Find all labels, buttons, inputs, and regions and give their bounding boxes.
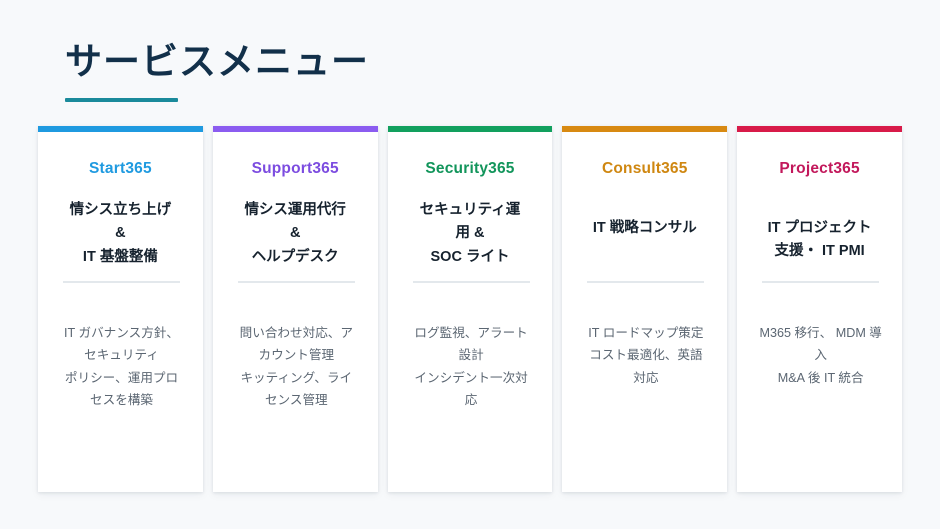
- service-card-row: Start365 情シス立ち上げ & IT 基盤整備 IT ガバナンス方針、 セ…: [38, 126, 902, 492]
- card-heading: 情シス立ち上げ & IT 基盤整備: [69, 201, 172, 265]
- card-label: Consult365: [602, 160, 688, 177]
- title-underline: [65, 98, 178, 103]
- card-accent-bar: [38, 126, 203, 132]
- service-card-consult365[interactable]: Consult365 IT 戦略コンサル IT ロードマップ策定 コスト最適化、…: [562, 126, 728, 492]
- card-heading: セキュリティ運 用 & SOC ライト: [419, 201, 521, 265]
- card-divider: [412, 281, 530, 283]
- card-accent-bar: [387, 126, 553, 132]
- card-heading: 情シス運用代行 & ヘルプデスク: [244, 201, 346, 265]
- card-divider: [587, 281, 705, 283]
- service-card-start365[interactable]: Start365 情シス立ち上げ & IT 基盤整備 IT ガバナンス方針、 セ…: [38, 126, 203, 492]
- card-label: Security365: [425, 160, 515, 177]
- card-divider: [762, 281, 880, 283]
- card-label: Start365: [89, 160, 152, 177]
- card-divider: [63, 281, 180, 283]
- card-label: Project365: [779, 160, 860, 177]
- card-body: ログ監視、アラート 設計 インシデント一次対 応: [414, 326, 528, 408]
- card-accent-bar: [737, 126, 902, 132]
- card-body: M365 移行、 MDM 導 入 M&A 後 IT 統合: [759, 326, 882, 385]
- card-body: 問い合わせ対応、ア カウント管理 キッティング、ライ センス管理: [239, 326, 353, 408]
- card-divider: [237, 281, 355, 283]
- page-title-block: サービスメニュー: [65, 40, 369, 103]
- service-card-project365[interactable]: Project365 IT プロジェクト 支援・ IT PMI M365 移行、…: [737, 126, 902, 492]
- service-card-support365[interactable]: Support365 情シス運用代行 & ヘルプデスク 問い合わせ対応、ア カウ…: [212, 126, 378, 492]
- card-heading: IT 戦略コンサル: [592, 219, 697, 236]
- card-body: IT ガバナンス方針、 セキュリティ ポリシー、運用プロ セスを構築: [64, 326, 179, 408]
- card-heading: IT プロジェクト 支援・ IT PMI: [767, 219, 872, 260]
- card-label: Support365: [251, 160, 339, 177]
- card-accent-bar: [212, 126, 378, 132]
- service-card-security365[interactable]: Security365 セキュリティ運 用 & SOC ライト ログ監視、アラー…: [387, 126, 553, 492]
- card-body: IT ロードマップ策定 コスト最適化、英語 対応: [588, 326, 704, 385]
- page-title: サービスメニュー: [65, 41, 369, 82]
- card-accent-bar: [562, 126, 728, 132]
